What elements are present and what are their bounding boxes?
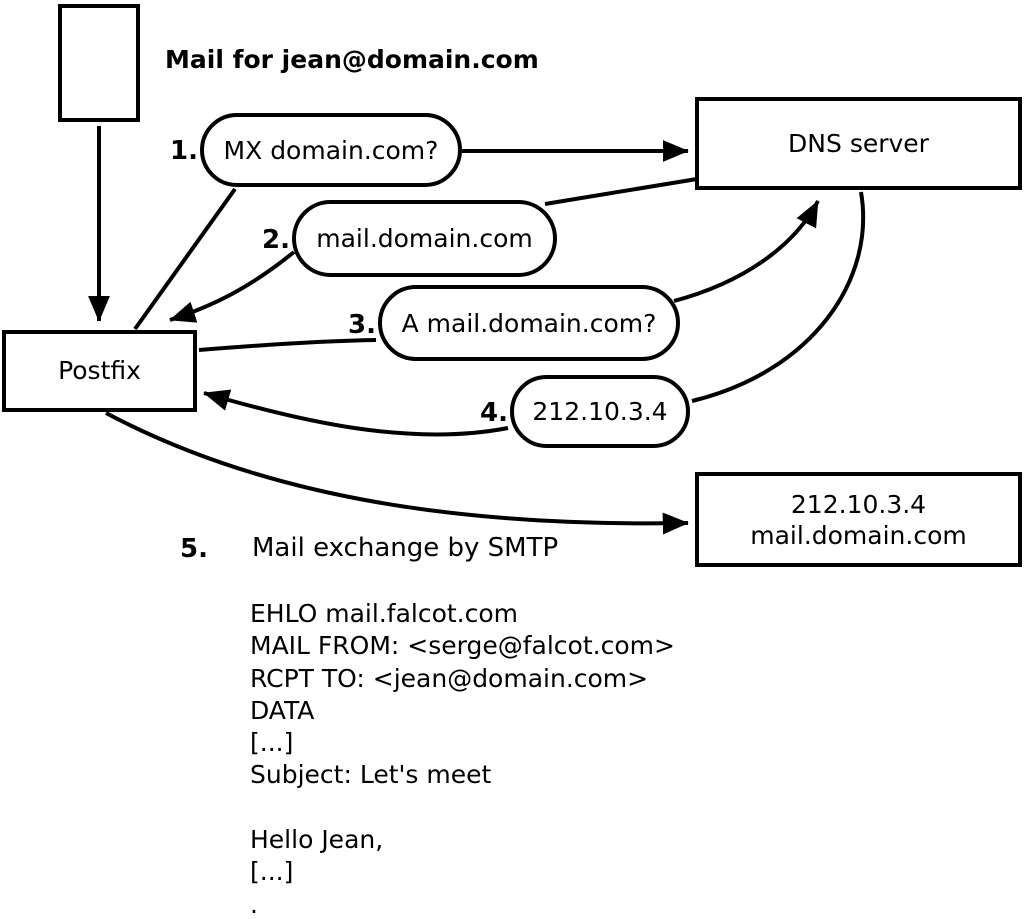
mail-server-hostname: mail.domain.com (750, 520, 967, 550)
arrow-mx-reply-to-postfix (169, 250, 296, 323)
smtp-line: MAIL FROM: <serge@falcot.com> (250, 631, 675, 661)
smtp-line: DATA (250, 695, 315, 725)
smtp-line: Subject: Let's meet (250, 760, 492, 790)
step-5-label: Mail exchange by SMTP (252, 533, 559, 563)
step-3-a-query-pill: A mail.domain.com? (378, 285, 680, 361)
mail-envelope-box (58, 4, 140, 122)
smtp-line: . (250, 889, 258, 919)
smtp-line (250, 792, 675, 824)
step-5-number: 5. (180, 534, 208, 564)
step-1-number: 1. (170, 136, 198, 166)
step-2-mx-reply-pill: mail.domain.com (292, 200, 557, 277)
smtp-transcript: EHLO mail.falcot.com MAIL FROM: <serge@f… (250, 598, 675, 919)
dns-server-label: DNS server (788, 128, 929, 158)
arrow-a-reply-to-postfix (203, 389, 509, 437)
step-4-a-reply-pill: 212.10.3.4 (510, 375, 690, 448)
step-2-label: mail.domain.com (316, 224, 533, 253)
step-4-number: 4. (480, 398, 508, 428)
line-postfix-to-mx-query (133, 187, 237, 331)
arrow-postfix-to-mailserver (105, 411, 689, 535)
step-4-label: 212.10.3.4 (532, 397, 668, 426)
mail-server-node: 212.10.3.4 mail.domain.com (695, 472, 1022, 567)
step-2-number: 2. (262, 225, 290, 255)
step-3-label: A mail.domain.com? (401, 308, 657, 338)
mail-server-ip: 212.10.3.4 (790, 489, 927, 519)
smtp-line: Hello Jean, (250, 825, 384, 855)
diagram-title: Mail for jean@domain.com (165, 45, 539, 74)
postfix-label: Postfix (58, 356, 141, 385)
dns-server-node: DNS server (695, 97, 1022, 190)
smtp-line: [...] (250, 857, 294, 887)
smtp-line: EHLO mail.falcot.com (250, 599, 519, 628)
step-1-label: MX domain.com? (223, 135, 439, 165)
smtp-line: [...] (250, 728, 294, 758)
step-3-number: 3. (348, 310, 376, 340)
line-postfix-to-a-query (198, 338, 377, 352)
smtp-line: RCPT TO: <jean@domain.com> (250, 663, 649, 693)
line-dns-to-a-reply (691, 191, 866, 403)
step-1-mx-query-pill: MX domain.com? (200, 113, 462, 187)
arrow-a-query-to-dns (673, 200, 820, 303)
postfix-node: Postfix (2, 330, 197, 412)
line-dns-to-mx-reply (544, 177, 698, 206)
